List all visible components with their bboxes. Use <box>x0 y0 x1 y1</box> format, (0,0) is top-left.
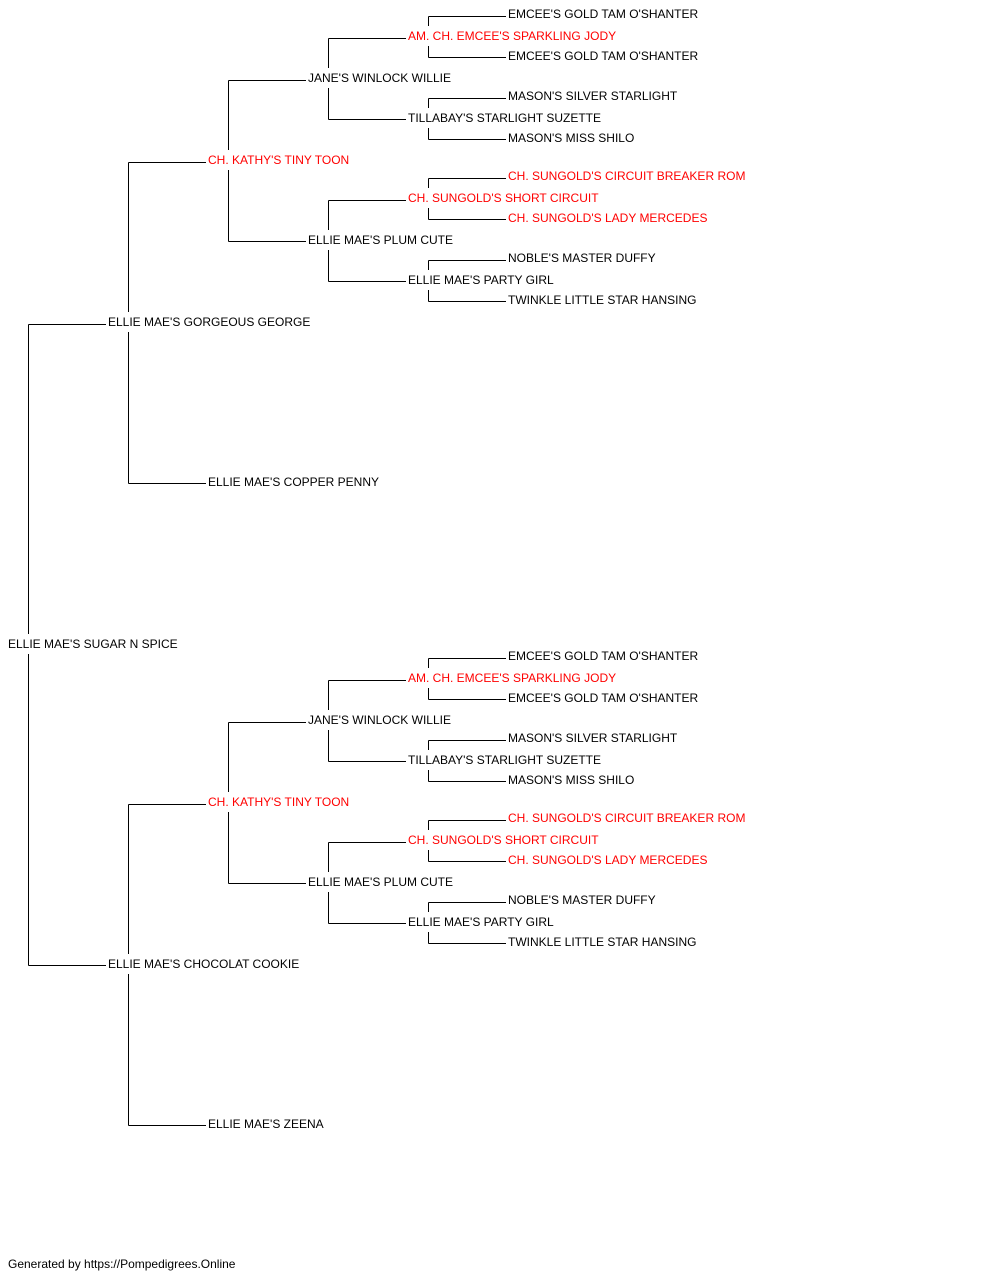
pedigree-node-sire-gen5: MASON'S SILVER STARLIGHT <box>508 731 678 745</box>
pedigree-node-dam-gen5: TWINKLE LITTLE STAR HANSING <box>508 293 697 307</box>
pedigree-node-sire-gen2: CH. KATHY'S TINY TOON <box>208 153 350 167</box>
pedigree-node-dam-gen3: ELLIE MAE'S PLUM CUTE <box>308 233 453 247</box>
pedigree-node-dam-gen1: ELLIE MAE'S CHOCOLAT COOKIE <box>108 957 300 971</box>
pedigree-node-sire-gen5: NOBLE'S MASTER DUFFY <box>508 251 656 265</box>
pedigree-node-sire-gen2: CH. KATHY'S TINY TOON <box>208 795 350 809</box>
pedigree-node-sire-gen3: JANE'S WINLOCK WILLIE <box>308 71 451 85</box>
pedigree-node-sire-gen5: NOBLE'S MASTER DUFFY <box>508 893 656 907</box>
pedigree-node-dam-gen5: TWINKLE LITTLE STAR HANSING <box>508 935 697 949</box>
pedigree-node-dam-gen5: EMCEE'S GOLD TAM O'SHANTER <box>508 691 699 705</box>
pedigree-node-dam-gen2: ELLIE MAE'S ZEENA <box>208 1117 324 1131</box>
pedigree-node-dam-gen4: ELLIE MAE'S PARTY GIRL <box>408 273 554 287</box>
pedigree-node-root-gen0: ELLIE MAE'S SUGAR N SPICE <box>8 637 178 651</box>
pedigree-node-sire-gen5: EMCEE'S GOLD TAM O'SHANTER <box>508 649 699 663</box>
pedigree-node-dam-gen4: ELLIE MAE'S PARTY GIRL <box>408 915 554 929</box>
pedigree-node-dam-gen5: CH. SUNGOLD'S LADY MERCEDES <box>508 853 708 867</box>
pedigree-node-sire-gen3: JANE'S WINLOCK WILLIE <box>308 713 451 727</box>
pedigree-node-dam-gen3: ELLIE MAE'S PLUM CUTE <box>308 875 453 889</box>
pedigree-node-dam-gen5: CH. SUNGOLD'S LADY MERCEDES <box>508 211 708 225</box>
pedigree-node-dam-gen5: MASON'S MISS SHILO <box>508 773 635 787</box>
pedigree-node-dam-gen5: EMCEE'S GOLD TAM O'SHANTER <box>508 49 699 63</box>
pedigree-node-sire-gen4: CH. SUNGOLD'S SHORT CIRCUIT <box>408 833 599 847</box>
pedigree-node-sire-gen5: EMCEE'S GOLD TAM O'SHANTER <box>508 7 699 21</box>
pedigree-node-sire-gen1: ELLIE MAE'S GORGEOUS GEORGE <box>108 315 311 329</box>
pedigree-node-sire-gen4: CH. SUNGOLD'S SHORT CIRCUIT <box>408 191 599 205</box>
pedigree-node-sire-gen5: CH. SUNGOLD'S CIRCUIT BREAKER ROM <box>508 169 746 183</box>
pedigree-node-sire-gen5: CH. SUNGOLD'S CIRCUIT BREAKER ROM <box>508 811 746 825</box>
footer-credit: Generated by https://Pompedigrees.Online <box>8 1257 236 1271</box>
pedigree-node-dam-gen2: ELLIE MAE'S COPPER PENNY <box>208 475 380 489</box>
pedigree-node-sire-gen4: AM. CH. EMCEE'S SPARKLING JODY <box>408 29 617 43</box>
pedigree-node-dam-gen5: MASON'S MISS SHILO <box>508 131 635 145</box>
pedigree-node-dam-gen4: TILLABAY'S STARLIGHT SUZETTE <box>408 111 602 125</box>
pedigree-node-sire-gen5: MASON'S SILVER STARLIGHT <box>508 89 678 103</box>
pedigree-node-sire-gen4: AM. CH. EMCEE'S SPARKLING JODY <box>408 671 617 685</box>
pedigree-node-dam-gen4: TILLABAY'S STARLIGHT SUZETTE <box>408 753 602 767</box>
